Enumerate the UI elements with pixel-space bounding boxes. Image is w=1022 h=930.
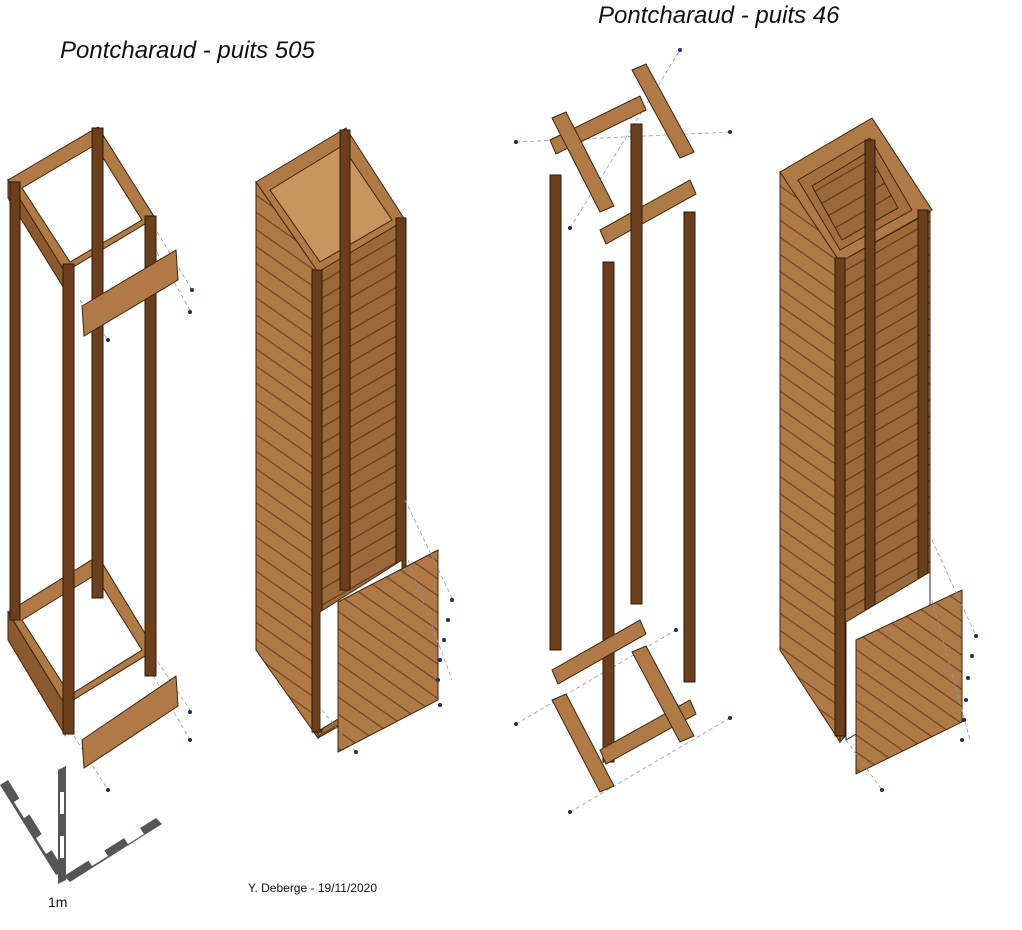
figure-46-assembled (779, 117, 978, 792)
figure-505-assembled (255, 127, 454, 754)
author-credit: Y. Deberge - 19/11/2020 (248, 881, 377, 895)
title-puits-505: Pontcharaud - puits 505 (60, 37, 315, 64)
scale-bar (0, 766, 162, 884)
nails (106, 288, 194, 792)
scale-label: 1m (48, 894, 68, 910)
figure-46-frame-exploded (514, 48, 732, 814)
title-puits-46: Pontcharaud - puits 46 (598, 2, 840, 29)
figure-505-frame-exploded (7, 126, 194, 792)
